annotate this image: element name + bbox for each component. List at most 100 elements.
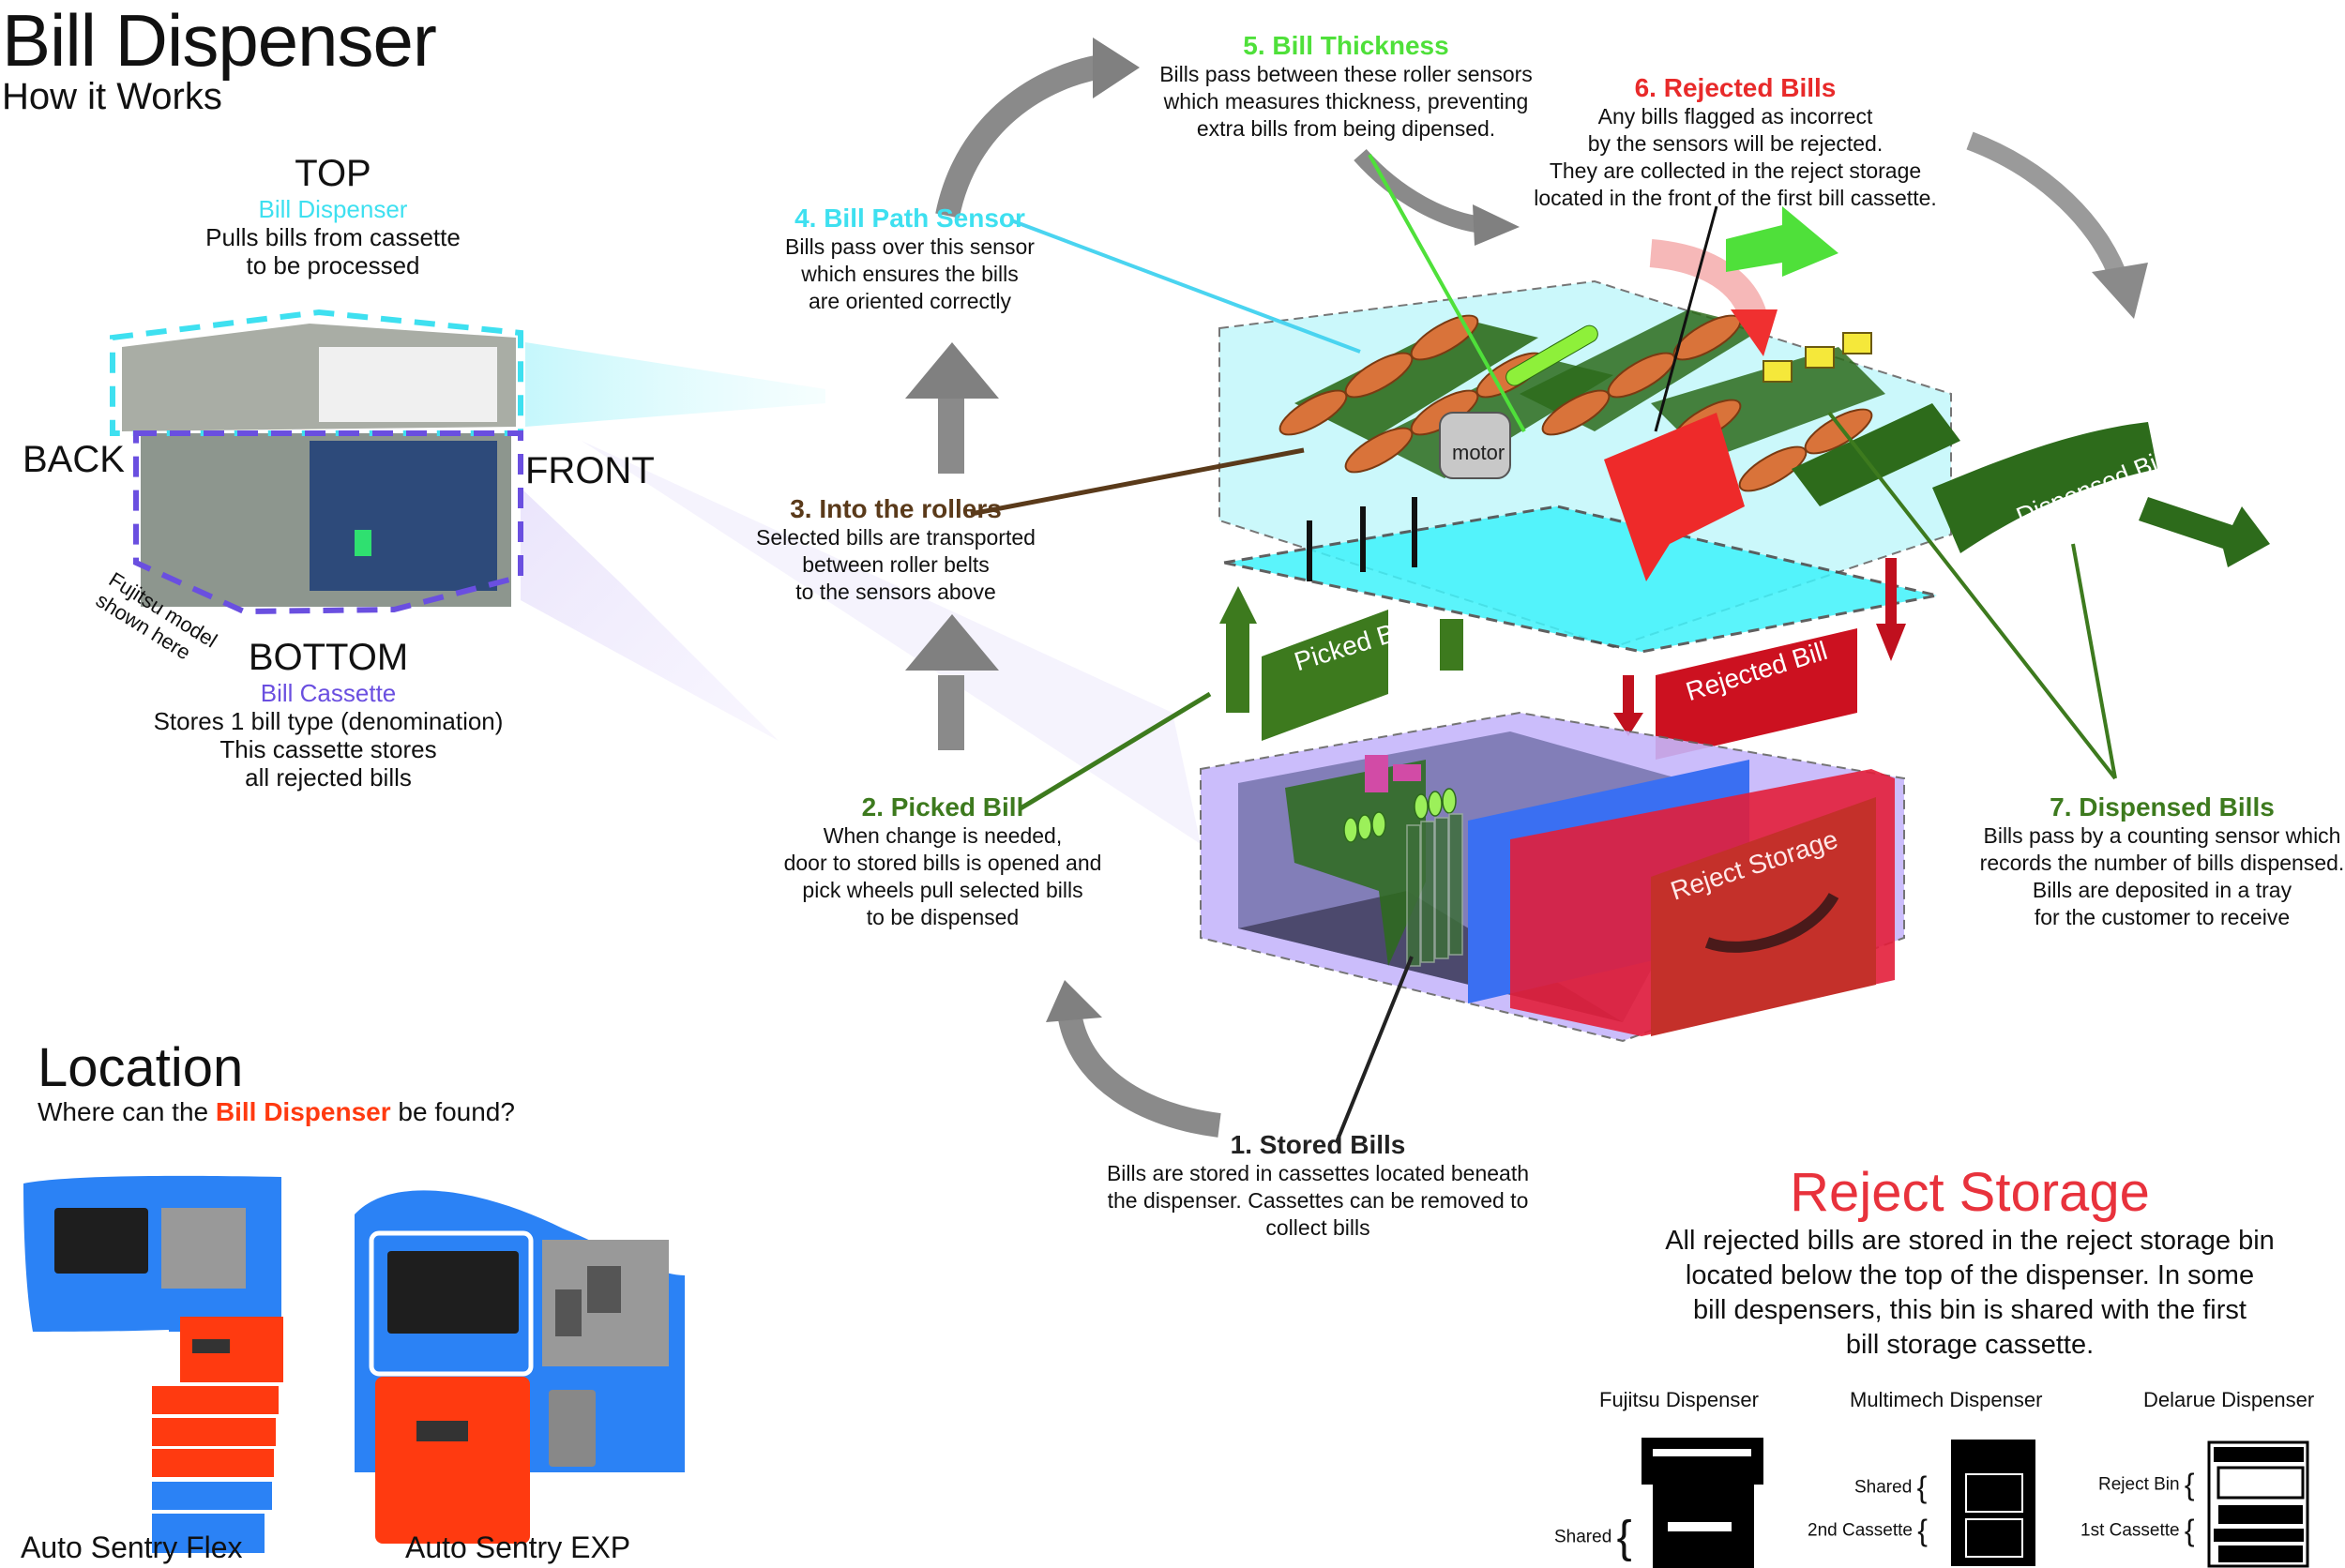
kiosk-flex-slot bbox=[192, 1339, 230, 1353]
rejected-bill-sheet bbox=[1604, 413, 1745, 581]
step-description-line: are oriented correctly bbox=[808, 289, 1012, 313]
pick-door-magenta-2 bbox=[1393, 764, 1421, 781]
dispense-sheet bbox=[1792, 403, 1960, 506]
step-title: 4. Bill Path Sensor bbox=[794, 204, 1025, 233]
reject-line-1: All rejected bills are stored in the rej… bbox=[1665, 1226, 2275, 1256]
page-subtitle: How it Works bbox=[2, 76, 222, 117]
reject-storage-handle bbox=[1704, 892, 1839, 953]
step-description-line: between roller belts bbox=[802, 552, 990, 577]
reject-storage-title: Reject Storage bbox=[1790, 1162, 2150, 1223]
reject-line-3: bill despensers, this bin is shared with… bbox=[1693, 1295, 2247, 1325]
fujitsu-dispenser-name: Fujitsu Dispenser bbox=[1599, 1388, 1759, 1411]
step-title: 5. Bill Thickness bbox=[1243, 31, 1449, 60]
kiosk-exp-dispenser bbox=[375, 1377, 530, 1544]
location-question-post: be found? bbox=[390, 1097, 515, 1126]
pick-wheels bbox=[1343, 788, 1457, 843]
flow-arrow-top-left-head bbox=[1093, 38, 1140, 98]
kiosk-exp-slot-2 bbox=[587, 1266, 621, 1313]
step-description-line: Bills pass by a counting sensor which bbox=[1983, 823, 2341, 848]
step-description-line: Selected bills are transported bbox=[756, 525, 1036, 550]
kiosk-flex-name: Auto Sentry Flex bbox=[21, 1530, 243, 1564]
step-description-line: extra bills from being dipensed. bbox=[1196, 116, 1496, 141]
leader-step7-b bbox=[2071, 543, 2117, 779]
leader-step1 bbox=[1335, 956, 1414, 1143]
step-description-line: Any bills flagged as incorrect bbox=[1597, 104, 1873, 128]
kiosk-flex-blue-2 bbox=[152, 1514, 265, 1553]
dispenser-photo-top-window bbox=[319, 347, 497, 422]
location-title: Location bbox=[38, 1037, 244, 1098]
step-description-line: pick wheels pull selected bills bbox=[802, 878, 1083, 902]
reject-storage-description: All rejected bills are stored in the rej… bbox=[1632, 1224, 2307, 1363]
step-description-line: to the sensors above bbox=[795, 580, 996, 604]
fujitsu-dispenser-icon bbox=[1642, 1438, 1763, 1568]
overview-top-line2: to be processed bbox=[246, 251, 420, 279]
flow-arrow-bottom-left-head bbox=[1046, 980, 1102, 1022]
overview-bottom-line3: all rejected bills bbox=[245, 763, 412, 792]
leader-step7-a bbox=[1827, 411, 2117, 780]
dispenser-box-floor bbox=[1223, 505, 1938, 654]
dispensed-bill-shape bbox=[1932, 422, 2157, 553]
reject-down-arrow-2-head bbox=[1876, 624, 1906, 661]
delarue-dispenser-icon bbox=[2207, 1440, 2309, 1568]
overview-bottom-line1: Stores 1 bill type (denomination) bbox=[153, 707, 504, 735]
kiosk-flex-panel bbox=[161, 1208, 246, 1289]
delarue-reject-bin-label: Reject Bin { bbox=[2098, 1468, 2195, 1501]
kiosk-exp-slot-1 bbox=[555, 1289, 582, 1336]
kiosk-exp-screen-frame bbox=[369, 1230, 534, 1377]
step-description-line: Bills are stored in cassettes located be… bbox=[1106, 1161, 1530, 1185]
step-description-line: When change is needed, bbox=[823, 823, 1063, 848]
flow-arrow-top-right bbox=[1966, 131, 2129, 285]
step-description-line: the dispenser. Cassettes can be removed … bbox=[1107, 1188, 1529, 1213]
counting-sensors bbox=[1763, 332, 1872, 383]
up-arrow-upper-shaft bbox=[938, 399, 964, 474]
thickness-roller bbox=[1505, 324, 1598, 386]
overview-bottom-component: Bill Cassette bbox=[260, 679, 397, 707]
step-title: 3. Into the rollers bbox=[790, 494, 1002, 523]
leader-step4 bbox=[1010, 219, 1361, 354]
stored-bill-stack bbox=[1406, 813, 1463, 967]
back-label: BACK bbox=[23, 439, 125, 480]
step-description-line: collect bills bbox=[1265, 1215, 1370, 1240]
motor bbox=[1439, 412, 1511, 479]
overview-bottom-line2: This cassette stores bbox=[219, 735, 437, 763]
kiosk-exp-side-panel bbox=[549, 1390, 596, 1467]
kiosk-exp bbox=[355, 1190, 685, 1544]
fujitsu-shared-label: Shared { bbox=[1554, 1513, 1632, 1562]
dispensed-arrow bbox=[2139, 497, 2270, 567]
kiosk-flex bbox=[23, 1175, 283, 1553]
kiosk-exp-name: Auto Sentry EXP bbox=[405, 1530, 631, 1564]
kiosk-flex-red-2 bbox=[152, 1418, 276, 1446]
page-title: Bill Dispenser bbox=[2, 0, 437, 82]
step-description-line: Bills pass over this sensor bbox=[785, 234, 1035, 259]
dispenser-photo-bottom-panel bbox=[310, 441, 497, 591]
rejected-bill-box bbox=[1656, 628, 1857, 760]
flow-arrow-bottom-left bbox=[1057, 1010, 1221, 1138]
location-question-pre: Where can the bbox=[38, 1097, 216, 1126]
dispense-arrow-top bbox=[1726, 206, 1838, 277]
step-description-line: which measures thickness, preventing bbox=[1163, 89, 1529, 113]
picked-arrow-shaft bbox=[1226, 624, 1249, 713]
motor-label: motor bbox=[1452, 441, 1505, 464]
overview-top-line1: Pulls bills from cassette bbox=[205, 223, 461, 251]
step-title: 7. Dispensed Bills bbox=[2050, 792, 2275, 822]
flow-arrow-top-right-head bbox=[2092, 263, 2148, 319]
dispenser-bottom-outline bbox=[133, 430, 523, 615]
front-label: FRONT bbox=[525, 450, 655, 491]
step-description-line: which ensures the bills bbox=[801, 262, 1019, 286]
step-title: 2. Picked Bill bbox=[861, 792, 1024, 822]
step-description-line: Bills pass between these roller sensors bbox=[1159, 62, 1533, 86]
delarue-dispenser-name: Delarue Dispenser bbox=[2143, 1388, 2315, 1411]
multimech-dispenser-icon bbox=[1951, 1440, 2035, 1566]
flow-arrow-top-mid-head bbox=[1473, 204, 1520, 246]
step-description-line: located in the front of the first bill c… bbox=[1534, 186, 1937, 210]
step-description-line: Bills are deposited in a tray bbox=[2032, 878, 2292, 902]
kiosk-flex-red-1 bbox=[152, 1386, 279, 1414]
sensor-bar-1 bbox=[1307, 520, 1312, 581]
step-description-line: by the sensors will be rejected. bbox=[1587, 131, 1884, 156]
reject-down-arrow-2-shaft bbox=[1885, 558, 1897, 624]
up-arrow-lower-shaft bbox=[938, 675, 964, 750]
